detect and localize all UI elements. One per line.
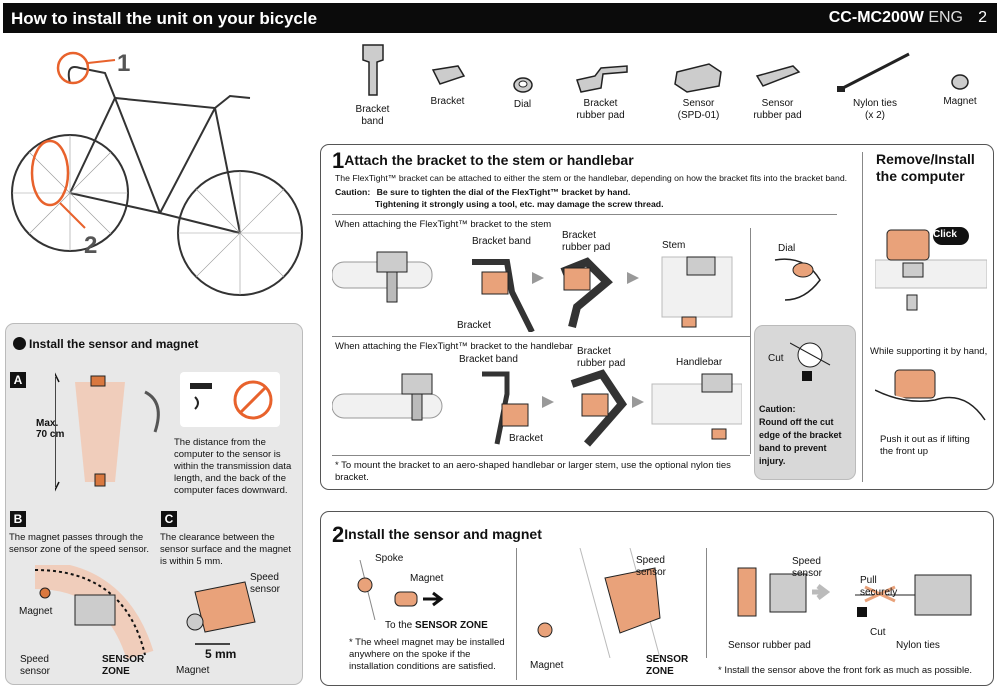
to-sensor-zone: To the SENSOR ZONE <box>385 620 488 631</box>
part-sensor: Sensor(SPD-01) <box>666 58 731 122</box>
dial-icon <box>512 77 533 93</box>
sensor-mount-illustration <box>537 548 661 658</box>
magnet-note: * The wheel magnet may be installed anyw… <box>349 637 505 672</box>
stem-heading: When attaching the FlexTight™ bracket to… <box>335 219 552 230</box>
sensor-pad-icon <box>755 65 800 87</box>
nylon-tie-icon <box>837 52 910 92</box>
stem-steps-illustration <box>332 251 733 332</box>
dial-hand-illustration <box>774 258 821 301</box>
cut-label-2: Cut <box>870 627 886 638</box>
step1-panel <box>320 144 994 490</box>
sensor-zone-illustration <box>34 565 154 660</box>
magnet-label-b: Magnet <box>19 606 53 617</box>
sensor-zone-text: The magnet passes through the sensor zon… <box>9 532 149 555</box>
cut-caution-text: Caution:Round off the cut edge of the br… <box>759 404 842 466</box>
magnet-label-c: Magnet <box>176 665 210 676</box>
bracket-label-bar: Bracket <box>509 433 543 444</box>
magnet-icon <box>951 74 969 90</box>
support-text: While supporting it by hand, <box>870 346 988 357</box>
step2-title: 2Install the sensor and magnet <box>332 522 542 547</box>
bracket-band-label: Bracket band <box>472 236 531 247</box>
bracket-label-stem: Bracket <box>457 320 491 331</box>
stem-label: Stem <box>662 240 686 251</box>
dial-label: Dial <box>778 243 796 254</box>
magnet-label-2b: Magnet <box>530 660 564 671</box>
bracket-band-label-2: Bracket band <box>459 354 518 365</box>
click-button[interactable]: Click <box>933 229 957 240</box>
page-number: 2 <box>978 9 987 26</box>
bracket-band-icon <box>361 44 384 96</box>
page-title: How to install the unit on your bicycle <box>11 9 318 28</box>
remove-computer-illustration <box>875 227 987 311</box>
rubber-pad-icon <box>575 65 628 93</box>
letter-a: A <box>10 372 26 388</box>
orientation-icons <box>180 372 280 427</box>
wrench-icon <box>13 337 26 350</box>
part-nylon-ties: Nylon ties(x 2) <box>830 50 920 122</box>
step1-intro: The FlexTight™ bracket can be attached t… <box>335 173 848 183</box>
handlebar-heading: When attaching the FlexTight™ bracket to… <box>335 341 573 352</box>
handlebar-label: Handlebar <box>676 357 723 368</box>
cut-label: Cut <box>768 353 784 364</box>
part-magnet: Magnet <box>935 70 985 108</box>
magnet-label-2a: Magnet <box>410 573 444 584</box>
sensor-icon <box>673 63 722 93</box>
part-dial: Dial <box>500 75 545 111</box>
model-label: CC-MC200W ENG <box>828 9 963 26</box>
bicycle-illustration <box>11 51 303 296</box>
nylon-tie-install-illustration <box>855 574 972 617</box>
spoke-label: Spoke <box>375 553 404 564</box>
step1-caution: Caution: Be sure to tighten the dial of … <box>335 187 664 209</box>
part-bracket: Bracket <box>420 62 475 108</box>
page-header: How to install the unit on your bicycle … <box>3 3 997 33</box>
clearance-value: 5 mm <box>205 647 237 661</box>
letter-b: B <box>10 511 26 527</box>
panel-title: Install the sensor and magnet <box>13 337 198 351</box>
clearance-text: The clearance between the sensor surface… <box>160 532 291 567</box>
callout-1: 1 <box>117 50 131 77</box>
step1-title: 1Attach the bracket to the stem or handl… <box>332 148 634 173</box>
sensor-note: * Install the sensor above the front for… <box>718 665 972 676</box>
max-label: Max.70 cm <box>36 418 65 440</box>
handlebar-steps-illustration <box>332 369 742 447</box>
distance-illustration <box>55 372 160 492</box>
sensor-pad-illustration <box>737 567 830 617</box>
step1-note: * To mount the bracket to an aero-shaped… <box>335 460 731 483</box>
letter-c: C <box>161 511 177 527</box>
clearance-illustration <box>186 581 256 645</box>
distance-text: The distance from the computer to the se… <box>174 437 292 496</box>
cut-illustration <box>790 342 831 381</box>
sensor-rubber-pad-label: Sensor rubber pad <box>728 640 811 651</box>
push-out-illustration <box>875 369 986 421</box>
callout-2: 2 <box>84 232 98 259</box>
bracket-icon <box>431 65 465 85</box>
nylon-ties-label: Nylon ties <box>896 640 940 651</box>
magnet-install-illustration <box>357 560 444 620</box>
